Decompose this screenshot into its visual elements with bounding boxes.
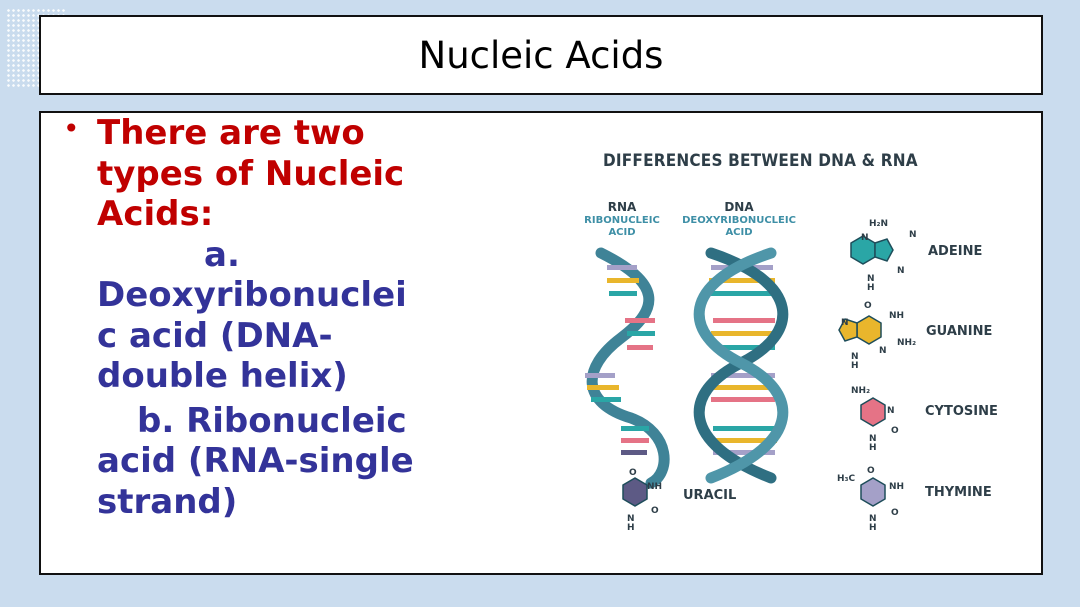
guanine-molecule: [838, 315, 882, 345]
svg-text:N: N: [869, 434, 877, 444]
svg-text:NH: NH: [889, 482, 904, 492]
svg-text:NH: NH: [889, 311, 904, 321]
svg-text:O: O: [891, 508, 899, 518]
svg-text:O: O: [891, 426, 899, 436]
svg-text:H: H: [867, 283, 875, 293]
svg-text:N: N: [867, 274, 875, 284]
slide-title: Nucleic Acids: [418, 33, 664, 77]
base-label-cytosine: CYTOSINE: [925, 404, 998, 419]
svg-text:NH₂: NH₂: [851, 386, 870, 396]
svg-text:H₃C: H₃C: [837, 474, 855, 484]
base-label-uracil: URACIL: [683, 488, 737, 503]
bullet-dot-icon: •: [63, 112, 80, 145]
svg-text:H: H: [869, 443, 877, 453]
uracil-molecule: [622, 477, 648, 507]
svg-text:O: O: [864, 301, 872, 311]
dna-label: DNA: [724, 200, 754, 214]
svg-text:O: O: [629, 468, 637, 478]
svg-text:N: N: [869, 514, 877, 524]
dna-helix: [693, 247, 789, 484]
base-label-thymine: THYMINE: [925, 485, 992, 500]
svg-text:H: H: [627, 523, 635, 533]
title-box: Nucleic Acids: [39, 15, 1043, 95]
svg-text:O: O: [651, 506, 659, 516]
svg-text:H₂N: H₂N: [869, 219, 888, 229]
svg-text:O: O: [867, 466, 875, 476]
thymine-molecule: [860, 477, 886, 507]
rna-helix: [585, 247, 670, 489]
svg-text:N: N: [909, 230, 917, 240]
dna-rna-figure: DIFFERENCES BETWEEN DNA & RNA RNA RIBONU…: [561, 133, 998, 553]
svg-text:N: N: [861, 233, 869, 243]
adenine-molecule: [850, 235, 894, 265]
svg-text:N: N: [841, 318, 849, 328]
svg-text:H: H: [851, 361, 859, 371]
svg-text:N: N: [879, 346, 887, 356]
item-b-line1: b. Ribonucleic: [137, 400, 407, 441]
figure-title: DIFFERENCES BETWEEN DNA & RNA: [603, 151, 918, 171]
svg-text:N: N: [897, 266, 905, 276]
svg-text:NH: NH: [647, 482, 662, 492]
svg-text:N: N: [627, 514, 635, 524]
item-a-letter: a.: [204, 234, 240, 275]
base-label-guanine: GUANINE: [926, 324, 993, 339]
svg-text:NH₂: NH₂: [897, 338, 916, 348]
svg-text:N: N: [887, 406, 895, 416]
base-label-adenine: ADEINE: [928, 244, 983, 259]
svg-text:H: H: [869, 523, 877, 533]
svg-text:N: N: [851, 352, 859, 362]
cytosine-molecule: [860, 397, 886, 427]
rna-label: RNA: [607, 200, 637, 214]
